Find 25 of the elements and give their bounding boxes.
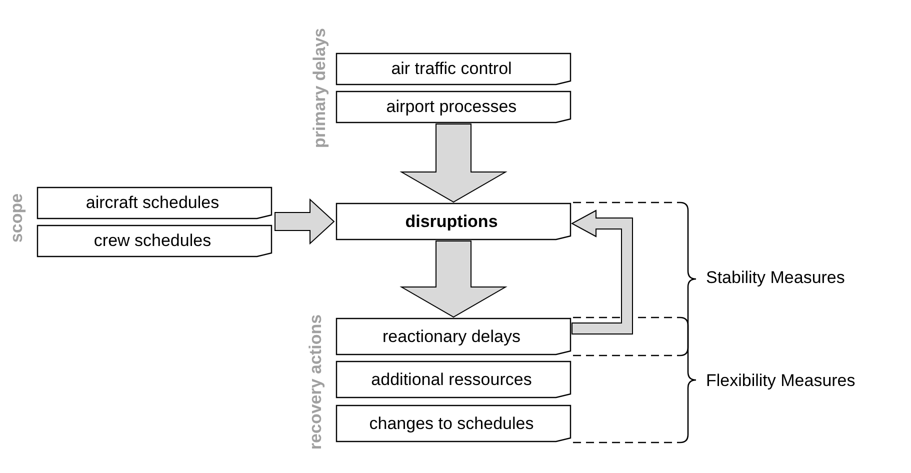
box-label: airport processes [385, 96, 518, 118]
box-label: reactionary delays [382, 326, 522, 348]
block-arrow [570, 210, 633, 334]
process-box [336, 53, 571, 85]
process-box [336, 203, 571, 240]
group-label: scope [7, 193, 27, 243]
brace-label: Stability Measures [706, 268, 845, 288]
process-box [336, 318, 571, 355]
box-label: disruptions [404, 210, 499, 232]
process-box [336, 405, 571, 442]
group-label: recovery actions [306, 314, 326, 450]
block-arrow [400, 124, 508, 203]
block-arrow [274, 198, 335, 245]
group-label: primary delays [310, 28, 330, 148]
process-box [37, 187, 272, 219]
box-label: aircraft schedules [84, 192, 220, 214]
box-label: changes to schedules [368, 412, 535, 434]
box-label: additional ressources [370, 368, 533, 390]
process-box [37, 225, 272, 257]
process-box [336, 361, 571, 398]
box-label: air traffic control [390, 58, 513, 80]
process-box [336, 91, 571, 123]
brace-label: Flexibility Measures [706, 371, 856, 391]
block-arrow [400, 240, 508, 318]
box-label: crew schedules [92, 230, 212, 252]
